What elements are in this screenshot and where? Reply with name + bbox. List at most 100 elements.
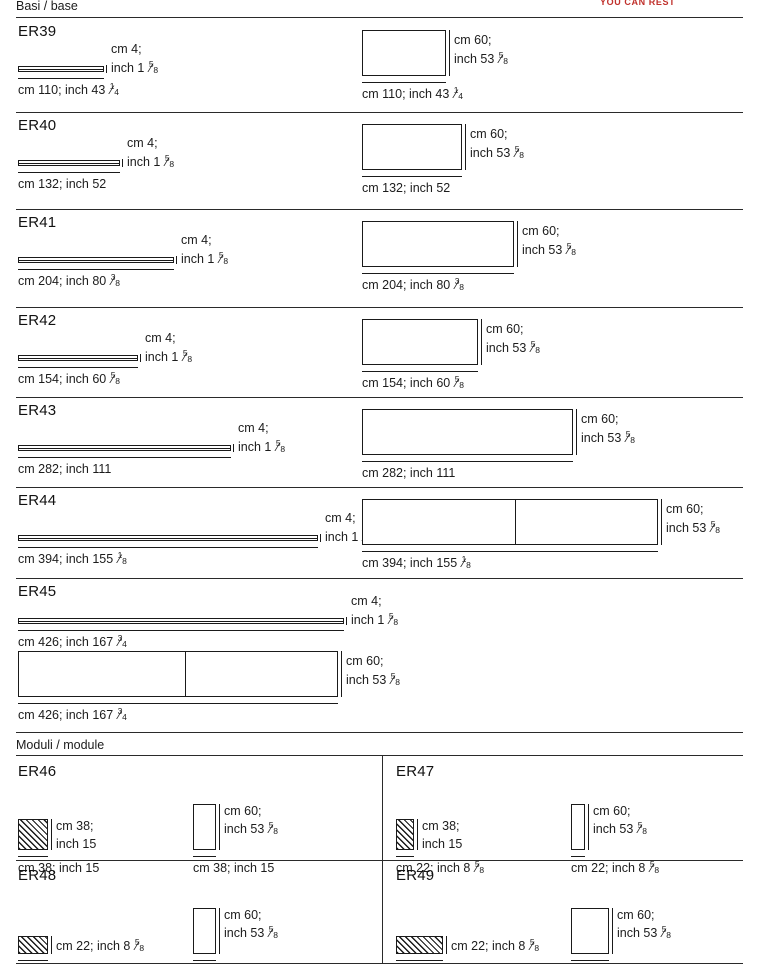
profile-thickness-cm-ER41: cm 4;: [181, 233, 212, 247]
plan-depth-cm-ER42: cm 60;: [486, 322, 524, 336]
plan-depth-cm-ER44: cm 60;: [666, 502, 704, 516]
plan-depth-rule-ER45: [341, 651, 342, 697]
rule-row-ER43: [16, 487, 743, 488]
plan-width-rule-ER41: [362, 273, 514, 274]
module-side-width-rule-ER48: [193, 960, 216, 961]
module-side-height-rule-ER48: [219, 908, 220, 954]
plan-width-ER43: cm 282; inch 111: [362, 466, 456, 480]
module-front-width-rule-ER46: [18, 856, 48, 857]
module-front-h-cm-ER48: cm 22; inch 8 5⁄8: [56, 936, 145, 954]
plan-depth-cm-ER41: cm 60;: [522, 224, 560, 238]
profile-width-ER40: cm 132; inch 52: [18, 177, 107, 191]
profile-width-rule-ER44: [18, 547, 318, 548]
module-front-block-ER49: [396, 936, 443, 954]
module-front-h-cm-ER49: cm 22; inch 8 5⁄8: [451, 936, 540, 954]
profile-thickness-inch-ER40: inch 1 5⁄8: [127, 152, 175, 170]
profile-width-ER43: cm 282; inch 111: [18, 462, 112, 476]
plan-depth-rule-ER40: [465, 124, 466, 170]
product-code-ER39: ER39: [18, 23, 57, 40]
module-side-h-inch-ER49: inch 53 5⁄8: [617, 923, 672, 941]
module-front-h-inch-ER47: inch 15: [422, 837, 463, 851]
profile-thickness-tick-ER42: [140, 354, 141, 362]
rule-row-ER40: [16, 209, 743, 210]
product-code-ER41: ER41: [18, 214, 57, 231]
profile-width-rule-ER40: [18, 172, 120, 173]
plan-depth-rule-ER42: [481, 319, 482, 365]
plan-depth-inch-ER45: inch 53 5⁄8: [346, 670, 401, 688]
plan-rect-ER43: [362, 409, 573, 455]
plan-width-rule-ER45: [18, 703, 338, 704]
module-side-block-ER49: [571, 908, 609, 954]
profile-thickness-tick-ER45: [346, 617, 347, 625]
module-front-h-inch-ER46: inch 15: [56, 837, 97, 851]
rule-row-ER45: [16, 732, 743, 733]
module-side-height-rule-ER49: [612, 908, 613, 954]
module-side-h-cm-ER48: cm 60;: [224, 908, 262, 922]
profile-thickness-tick-ER41: [176, 256, 177, 264]
rule-row-ER44: [16, 578, 743, 579]
plan-width-rule-ER39: [362, 82, 446, 83]
profile-width-rule-ER42: [18, 367, 138, 368]
brand-watermark: YOU CAN REST: [600, 0, 676, 7]
profile-thickness-inch-ER42: inch 1 5⁄8: [145, 347, 193, 365]
product-code-ER45: ER45: [18, 583, 57, 600]
plan-depth-inch-ER40: inch 53 5⁄8: [470, 143, 525, 161]
module-front-width-rule-ER48: [18, 960, 48, 961]
profile-width-ER44: cm 394; inch 155 1⁄8: [18, 549, 127, 567]
profile-slab-ER40: [18, 160, 120, 166]
profile-slab-ER39: [18, 66, 104, 72]
profile-thickness-cm-ER42: cm 4;: [145, 331, 176, 345]
module-front-block-ER46: [18, 819, 48, 850]
module-column-divider: [382, 756, 383, 964]
module-front-h-cm-ER46: cm 38;: [56, 819, 94, 833]
profile-slab-ER43: [18, 445, 231, 451]
module-front-block-ER47: [396, 819, 414, 850]
profile-slab-ER41: [18, 257, 174, 263]
plan-depth-inch-ER43: inch 53 5⁄8: [581, 428, 636, 446]
plan-width-ER39: cm 110; inch 43 1⁄4: [362, 84, 464, 102]
rule-row-ER41: [16, 307, 743, 308]
profile-thickness-cm-ER39: cm 4;: [111, 42, 142, 56]
plan-rect-ER45: [18, 651, 338, 697]
profile-width-ER39: cm 110; inch 43 1⁄4: [18, 80, 120, 98]
plan-depth-inch-ER41: inch 53 5⁄8: [522, 240, 577, 258]
plan-split-ER44-0: [515, 500, 516, 544]
module-front-width-rule-ER49: [396, 960, 443, 961]
plan-width-rule-ER42: [362, 371, 478, 372]
plan-width-ER41: cm 204; inch 80 3⁄8: [362, 275, 464, 293]
product-code-ER49: ER49: [396, 867, 435, 884]
module-side-width-rule-ER49: [571, 960, 609, 961]
product-code-ER40: ER40: [18, 117, 57, 134]
plan-width-ER44: cm 394; inch 155 1⁄8: [362, 553, 471, 571]
product-code-ER48: ER48: [18, 867, 57, 884]
module-side-h-inch-ER46: inch 53 5⁄8: [224, 819, 279, 837]
rule-module-row-2: [16, 860, 743, 861]
module-front-height-rule-ER48: [51, 936, 52, 954]
module-side-h-inch-ER48: inch 53 5⁄8: [224, 923, 279, 941]
profile-thickness-tick-ER43: [233, 444, 234, 452]
profile-width-ER45: cm 426; inch 167 3⁄4: [18, 632, 127, 650]
plan-width-rule-ER43: [362, 461, 573, 462]
plan-depth-cm-ER43: cm 60;: [581, 412, 619, 426]
profile-thickness-cm-ER45: cm 4;: [351, 594, 382, 608]
plan-depth-inch-ER42: inch 53 5⁄8: [486, 338, 541, 356]
section-title-basi: Basi / base: [16, 0, 78, 13]
plan-rect-ER44: [362, 499, 658, 545]
profile-thickness-tick-ER44: [320, 534, 321, 542]
module-front-w-ER47: cm 22; inch 8 5⁄8: [396, 858, 485, 876]
profile-width-rule-ER43: [18, 457, 231, 458]
module-front-height-rule-ER49: [446, 936, 447, 954]
profile-slab-ER44: [18, 535, 318, 541]
profile-slab-ER42: [18, 355, 138, 361]
profile-thickness-inch-ER45: inch 1 5⁄8: [351, 610, 399, 628]
rule-row-ER39: [16, 112, 743, 113]
module-front-h-cm-ER47: cm 38;: [422, 819, 460, 833]
module-front-block-ER48: [18, 936, 48, 954]
plan-depth-inch-ER44: inch 53 5⁄8: [666, 518, 721, 536]
profile-width-rule-ER45: [18, 630, 344, 631]
product-code-ER43: ER43: [18, 402, 57, 419]
module-side-h-cm-ER47: cm 60;: [593, 804, 631, 818]
plan-depth-rule-ER41: [517, 221, 518, 267]
profile-thickness-cm-ER44: cm 4;: [325, 511, 356, 525]
